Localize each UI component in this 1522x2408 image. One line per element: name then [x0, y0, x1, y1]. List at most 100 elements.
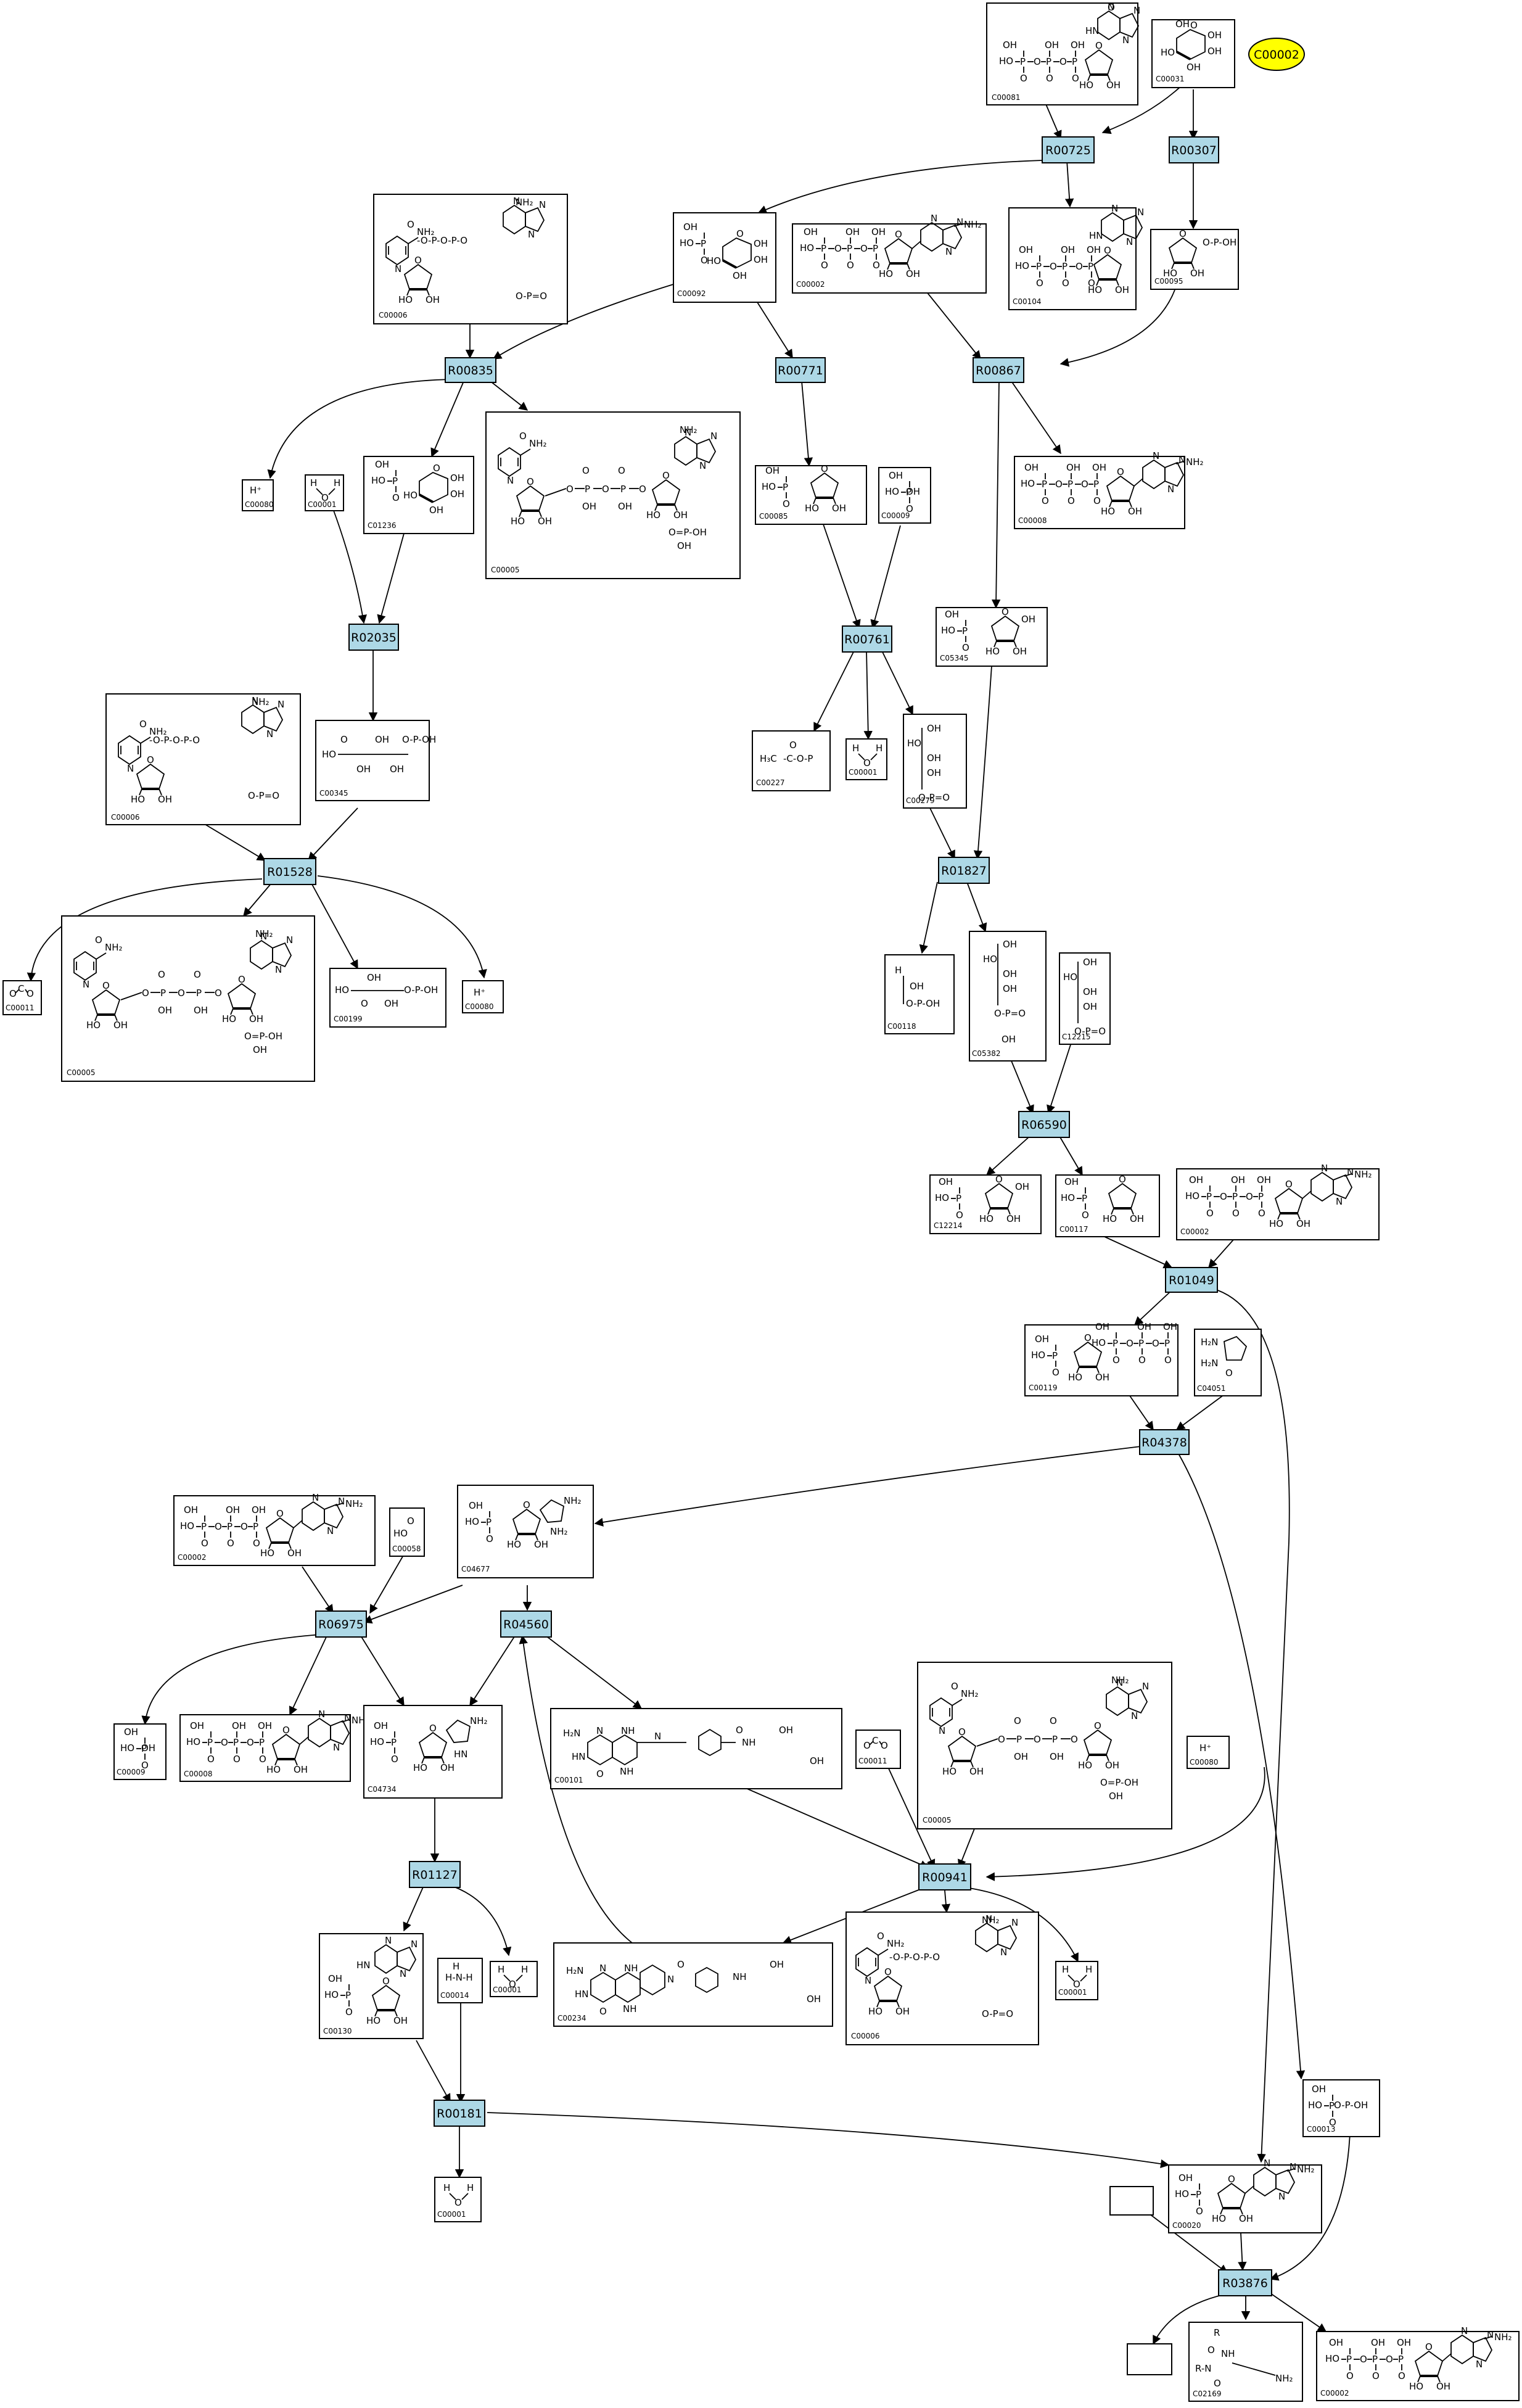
- svg-text:O-P=O: O-P=O: [516, 291, 547, 302]
- compound-node[interactable]: C00011: [2, 980, 42, 1015]
- reaction-node[interactable]: R03876: [1218, 2269, 1272, 2296]
- compound-node[interactable]: -O-P-O-P-O NH₂ O-P=O C00006: [373, 194, 568, 324]
- reaction-node[interactable]: R01127: [409, 1861, 461, 1888]
- compound-node[interactable]: OH C00031: [1151, 19, 1235, 88]
- reaction-node[interactable]: R00771: [775, 357, 826, 383]
- svg-text:OH: OH: [770, 1959, 784, 1970]
- compound-node[interactable]: HN C00104: [1008, 202, 1145, 310]
- svg-text:C01236: C01236: [368, 521, 397, 530]
- compound-node[interactable]: C00002: [173, 1492, 376, 1566]
- compound-node[interactable]: HH-N-H C00014: [437, 1958, 483, 2003]
- highlight-node[interactable]: C00002: [1248, 38, 1305, 71]
- svg-text:C00014: C00014: [440, 1991, 469, 2000]
- svg-text:O-P-OH: O-P-OH: [1334, 2100, 1368, 2111]
- reaction-node[interactable]: R06590: [1018, 1111, 1070, 1138]
- compound-node[interactable]: C00008: [1014, 450, 1204, 529]
- compound-node[interactable]: N O NH OH OH C00101: [550, 1708, 842, 1789]
- compound-node[interactable]: OH C05382: [969, 931, 1047, 1062]
- compound-node[interactable]: C00005: [917, 1662, 1172, 1829]
- svg-text:C00085: C00085: [759, 512, 788, 521]
- reaction-node[interactable]: R00941: [918, 1863, 971, 1891]
- reaction-node[interactable]: R01827: [938, 857, 990, 884]
- svg-text:C00005: C00005: [67, 1068, 96, 1077]
- compound-node[interactable]: C00085: [755, 462, 867, 525]
- compound-node[interactable]: C00020: [1168, 2158, 1322, 2233]
- compound-node[interactable]: [1127, 2343, 1172, 2375]
- svg-text:C02169: C02169: [1193, 2389, 1222, 2398]
- reaction-node[interactable]: R01528: [263, 858, 316, 885]
- compound-node[interactable]: H⁺ C00080: [242, 479, 274, 511]
- svg-text:R: R: [1214, 2327, 1220, 2338]
- compound-node[interactable]: C12215: [1059, 952, 1111, 1045]
- compound-node[interactable]: C00119: [1024, 1321, 1179, 1396]
- compound-node[interactable]: N O NH OH OH C00234: [553, 1942, 833, 2027]
- reaction-node[interactable]: R02035: [348, 624, 399, 651]
- compound-node[interactable]: H₃C-C-O-PO C00227: [752, 730, 831, 791]
- svg-text:H⁺: H⁺: [250, 485, 261, 496]
- compound-node[interactable]: OH C05345: [936, 605, 1048, 667]
- compound-node[interactable]: C00001: [490, 1961, 538, 1997]
- structure-drawing: OH: [120, 1726, 155, 1771]
- compound-node[interactable]: R O NH R-N NH₂ O C02169: [1188, 2322, 1303, 2402]
- compound-node[interactable]: C00117: [1055, 1173, 1160, 1237]
- compound-node[interactable]: C00001: [434, 2177, 482, 2222]
- compound-node[interactable]: C01236: [363, 456, 474, 534]
- compound-node[interactable]: -O-P-O-P-O NH₂ O-P=O C00006: [845, 1911, 1039, 2045]
- structure-drawing: OH: [934, 1173, 1029, 1226]
- compound-node[interactable]: O-P-OH C00095: [1150, 227, 1239, 290]
- compound-node[interactable]: HO O OH OH OH O-P-OH C00345: [315, 720, 436, 801]
- compound-node[interactable]: HN O C00081: [986, 1, 1142, 105]
- compound-node[interactable]: C00008: [179, 1709, 369, 1782]
- reaction-node[interactable]: R00725: [1042, 136, 1095, 163]
- compound-node[interactable]: [1109, 2186, 1154, 2216]
- compound-node[interactable]: H⁺ C00080: [462, 980, 504, 1013]
- compound-node[interactable]: OH C00009: [113, 1723, 167, 1780]
- svg-text:C00104: C00104: [1013, 297, 1042, 306]
- svg-text:H: H: [895, 965, 902, 976]
- reaction-node[interactable]: R01049: [1165, 1267, 1218, 1293]
- svg-text:H⁺: H⁺: [1199, 1742, 1211, 1754]
- compound-node[interactable]: C00011: [855, 1730, 901, 1769]
- compound-node[interactable]: C00001: [845, 738, 887, 780]
- compound-node[interactable]: C00002: [1316, 2325, 1520, 2401]
- structure-drawing: O-P-OH: [1307, 2083, 1368, 2129]
- compound-node[interactable]: -O-P-O-P-O NH₂ O-P=O C00006: [105, 693, 301, 825]
- structure-drawing: H₃C-C-O-PO: [760, 740, 813, 764]
- structure-drawing: O-P-OH: [1162, 227, 1236, 280]
- compound-node[interactable]: HOO C00058: [389, 1507, 425, 1557]
- compound-node[interactable]: O-P-OH C00013: [1302, 2079, 1380, 2137]
- compound-node[interactable]: OH C12214: [929, 1173, 1042, 1234]
- compound-node[interactable]: C00001: [305, 474, 344, 511]
- compound-node[interactable]: C00001: [1055, 1961, 1098, 2000]
- svg-text:NH₂: NH₂: [252, 696, 269, 707]
- structure-drawing: N O NH OH OH: [566, 1959, 821, 2018]
- reaction-node[interactable]: R00867: [973, 357, 1024, 383]
- compound-node[interactable]: C00279: [903, 714, 967, 809]
- reaction-node[interactable]: R00835: [445, 357, 496, 383]
- reaction-node[interactable]: R06975: [315, 1610, 367, 1638]
- svg-text:C00013: C00013: [1307, 2125, 1336, 2134]
- reaction-node[interactable]: R00761: [842, 625, 892, 653]
- reaction-node[interactable]: R00307: [1169, 136, 1219, 163]
- compound-node[interactable]: C00005: [61, 915, 315, 1082]
- compound-node[interactable]: HO OH O OH O-P-OH C00199: [329, 968, 446, 1028]
- compound-node[interactable]: C00005: [485, 411, 741, 579]
- svg-text:O: O: [1207, 2344, 1215, 2356]
- compound-node[interactable]: H⁺ C00080: [1187, 1736, 1230, 1769]
- svg-text:C00001: C00001: [308, 500, 337, 509]
- compound-node[interactable]: C00092: [673, 212, 776, 303]
- compound-node[interactable]: HN C00130: [319, 1933, 424, 2039]
- compound-node[interactable]: OH C00009: [878, 467, 931, 524]
- svg-text:C00001: C00001: [493, 1985, 522, 1994]
- compound-node[interactable]: C00002: [792, 213, 987, 294]
- reaction-node[interactable]: R04560: [500, 1610, 552, 1638]
- reaction-node[interactable]: R00181: [434, 2100, 485, 2127]
- compound-node[interactable]: C00002: [1176, 1163, 1380, 1240]
- structure-drawing: HN: [1015, 202, 1145, 297]
- reaction-node[interactable]: R04378: [1139, 1429, 1190, 1455]
- svg-text:C00345: C00345: [319, 789, 348, 798]
